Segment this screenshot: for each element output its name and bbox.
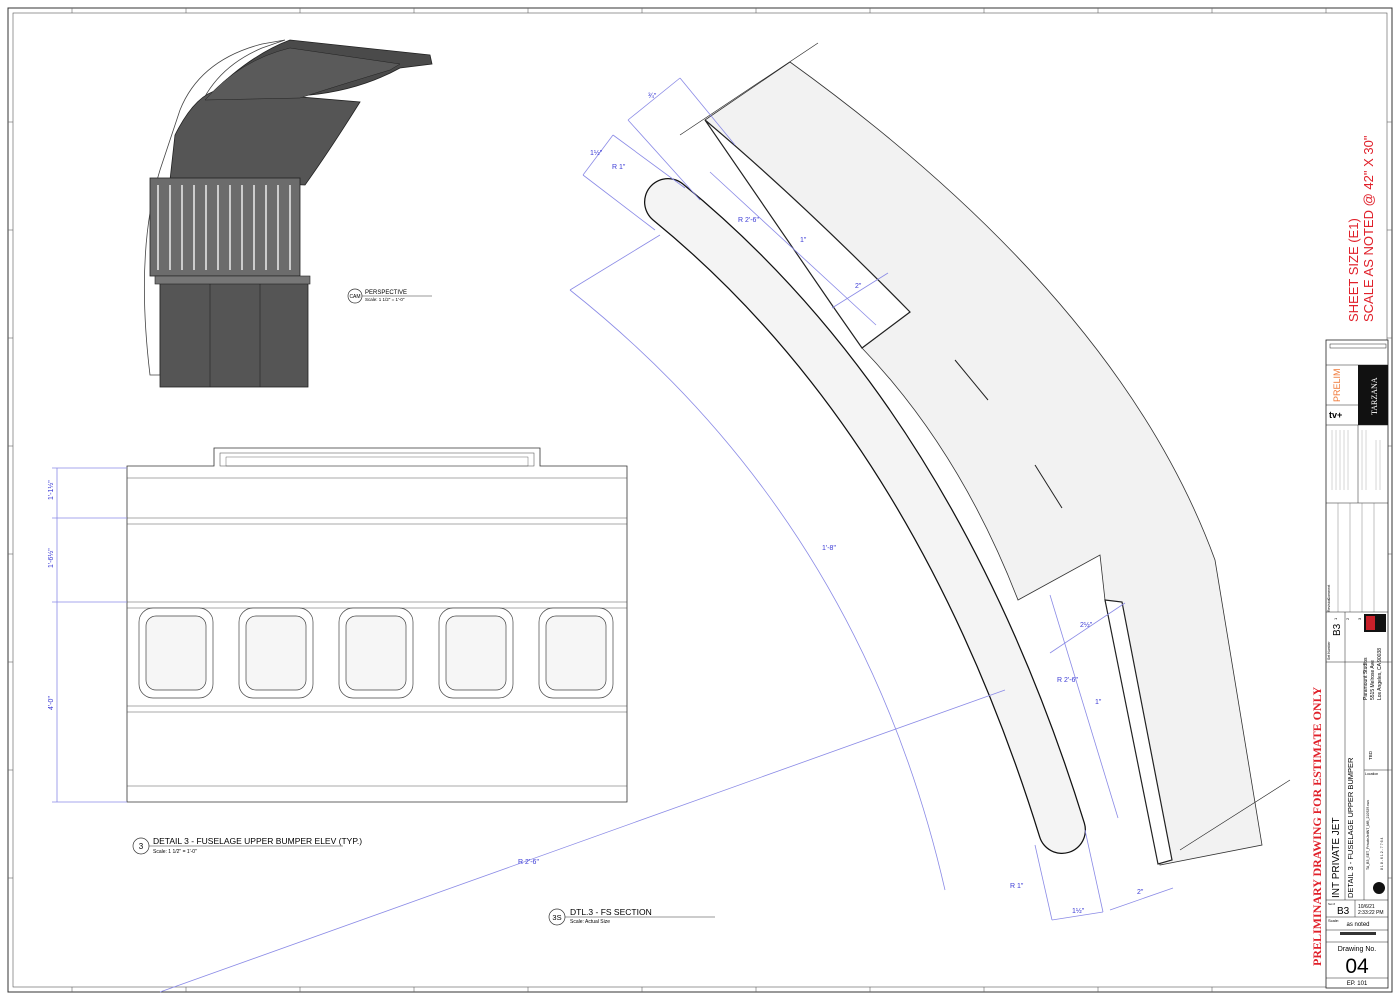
outer-border bbox=[7, 7, 1393, 993]
revision-label: Revision bbox=[1327, 599, 1331, 612]
dim-label: 2" bbox=[1137, 889, 1144, 896]
perspective-ribbed-bumper bbox=[149, 177, 301, 277]
set-number-label: Set Number bbox=[1327, 640, 1331, 660]
file-name: TA_B3_SET_PrivateJetINT_MB_210929.vwx bbox=[1366, 800, 1370, 870]
production-logo-bg bbox=[1358, 365, 1388, 425]
dim-label: R 2'-6" bbox=[1057, 677, 1078, 684]
perspective-view: CAM PERSPECTIVE Scale: 1 1/2" = 1'-0" bbox=[144, 39, 433, 388]
radius-arc bbox=[569, 289, 946, 891]
title-block: TARZANA PRELIM tv+ Revision Comment 1 2 … bbox=[1325, 339, 1389, 989]
section-scale: Scale: Actual Size bbox=[570, 919, 610, 925]
studio-logo bbox=[1366, 616, 1375, 630]
address-line: Los Angeles, CA 90038 bbox=[1377, 648, 1383, 700]
dim-label: R 2'-6" bbox=[518, 859, 539, 866]
date: 10/6/21 bbox=[1358, 904, 1375, 910]
location-label: Location bbox=[1365, 772, 1378, 776]
elevation-dimensions: 1'-1½" 1'-6½" 4'-0" bbox=[47, 467, 127, 803]
union-logo bbox=[1373, 882, 1385, 894]
prelim-banner: PRELIMINARY DRAWING FOR ESTIMATE ONLY bbox=[1310, 687, 1324, 966]
section-view: ¾" 1½" R 1" R 2'-6" 1" 2" 1'-8" 2½" R 2'… bbox=[159, 42, 1291, 993]
elevation-scale: Scale: 1 1/2" = 1'-0" bbox=[153, 849, 197, 855]
dim-label: 1½" bbox=[590, 149, 603, 157]
network-logo: tv+ bbox=[1329, 410, 1342, 420]
phone: 8 1 8 - 6 1 2 - 7 7 6 4 bbox=[1380, 837, 1384, 870]
elevation-title: DETAIL 3 - FUSELAGE UPPER BUMPER ELEV (T… bbox=[153, 836, 362, 846]
comment-label: Comment bbox=[1327, 585, 1331, 600]
dim-label: 2½" bbox=[1080, 621, 1093, 629]
dim-label: R 2'-6" bbox=[738, 217, 759, 224]
sheet-size-note: SHEET SIZE (E1) bbox=[1346, 218, 1361, 322]
elevation-view: 1'-1½" 1'-6½" 4'-0" 3 DETAIL 3 - FUSELAG… bbox=[47, 447, 628, 855]
section-bumper bbox=[645, 179, 1085, 853]
dim-label: 1'-6½" bbox=[47, 548, 55, 568]
revision-2: 2 bbox=[1345, 617, 1350, 620]
dim-label: 4'-0" bbox=[48, 696, 55, 710]
perspective-tag: CAM bbox=[349, 294, 360, 300]
set-number: B3 bbox=[1332, 623, 1343, 636]
section-dimensions: ¾" 1½" R 1" R 2'-6" 1" 2" 1'-8" 2½" R 2'… bbox=[159, 77, 1174, 993]
scale-label: Scale: bbox=[1328, 918, 1339, 923]
dim-label: 1½" bbox=[1072, 907, 1085, 915]
scale-note: SCALE AS NOTED @ 42" X 30" bbox=[1361, 135, 1376, 322]
location: TBD bbox=[1368, 750, 1373, 760]
section-tag: 3S bbox=[552, 913, 561, 922]
dim-label: 2" bbox=[855, 283, 862, 290]
episode: EP. 101 bbox=[1347, 981, 1368, 987]
dim-label: R 1" bbox=[612, 164, 626, 171]
address-line: Paramount Studios bbox=[1363, 657, 1369, 700]
dim-label: 1" bbox=[800, 237, 807, 244]
perspective-scale: Scale: 1 1/2" = 1'-0" bbox=[365, 297, 405, 302]
production-name: TARZANA bbox=[1370, 377, 1379, 415]
section-title: DTL.3 - FS SECTION bbox=[570, 907, 652, 917]
prelim-stamp: PRELIM bbox=[1332, 368, 1342, 402]
revision-1: 1 bbox=[1333, 617, 1338, 620]
dim-label: R 1" bbox=[1010, 883, 1024, 890]
perspective-title: PERSPECTIVE bbox=[365, 290, 407, 296]
perspective-lower-panel bbox=[159, 281, 309, 388]
set-code: B3 bbox=[1337, 906, 1350, 917]
elevation-tag: 3 bbox=[139, 842, 144, 851]
address-line: 5515 Melrose Ave bbox=[1370, 660, 1376, 700]
perspective-ribs bbox=[157, 185, 291, 270]
drawing-number: 04 bbox=[1345, 955, 1369, 978]
drawing-title: DETAIL 3 - FUSELAGE UPPER BUMPER bbox=[1346, 757, 1355, 898]
section-fuselage-skin bbox=[704, 61, 1263, 866]
dim-label: ¾" bbox=[648, 93, 657, 100]
set-label: Set # bbox=[1328, 902, 1335, 906]
scale-value: as noted bbox=[1346, 922, 1369, 928]
drawing-no-label: Drawing No. bbox=[1338, 946, 1377, 953]
perspective-upper-panel bbox=[169, 89, 361, 186]
elevation-windows bbox=[138, 607, 614, 699]
dim-label: 1'-1½" bbox=[47, 480, 55, 500]
set-name: INT PRIVATE JET bbox=[1331, 817, 1342, 898]
section-flange-bottom bbox=[1104, 599, 1173, 865]
revision-3: 3 bbox=[1357, 617, 1362, 620]
dim-label: 1'-8" bbox=[822, 545, 836, 552]
dim-label: 1" bbox=[1095, 699, 1102, 706]
time: 2:33:22 PM bbox=[1358, 910, 1384, 916]
